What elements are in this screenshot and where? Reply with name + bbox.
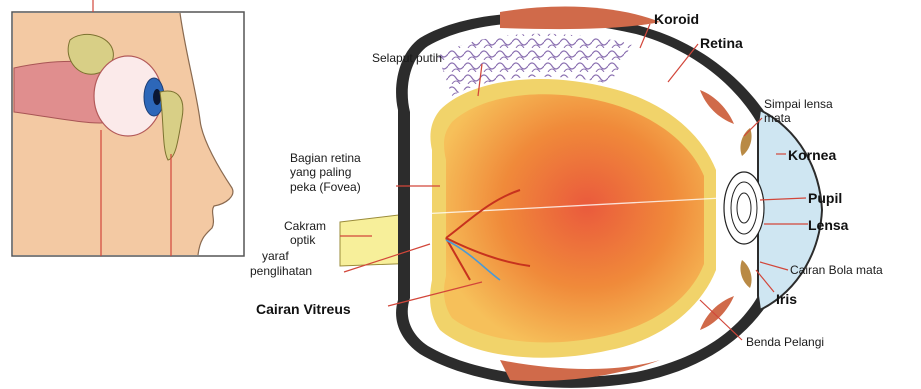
label-saraf-line2: penglihatan <box>250 264 312 278</box>
label-pupil: Pupil <box>808 190 842 206</box>
cornea <box>758 110 822 310</box>
label-bagian-retina-line3: peka (Fovea) <box>290 180 361 194</box>
label-lensa: Lensa <box>808 217 849 233</box>
label-benda-pelangi: Benda Pelangi <box>746 335 824 349</box>
label-simpai-lensa-line2: mata <box>764 111 791 125</box>
lens <box>724 172 764 244</box>
label-bagian-retina-line1: Bagian retina <box>290 151 361 165</box>
label-kornea: Kornea <box>788 147 836 163</box>
label-cakram-line2: optik <box>290 233 316 247</box>
label-cairan-vitreus: Cairan Vitreus <box>256 301 351 317</box>
label-cakram-line1: Cakram <box>284 219 326 233</box>
label-cairan-bola-mata: Cairan Bola mata <box>790 263 883 277</box>
label-selaput-putih: Selaput putih <box>372 51 442 65</box>
label-simpai-lensa-line1: Simpai lensa <box>764 97 833 111</box>
label-bagian-retina-line2: yang paling <box>290 165 351 179</box>
label-saraf-line1: yaraf <box>262 249 289 263</box>
label-koroid: Koroid <box>654 11 699 27</box>
vitreous-body <box>444 94 704 342</box>
label-iris: Iris <box>776 291 797 307</box>
label-retina: Retina <box>700 35 743 51</box>
head-profile-panel <box>12 0 244 256</box>
